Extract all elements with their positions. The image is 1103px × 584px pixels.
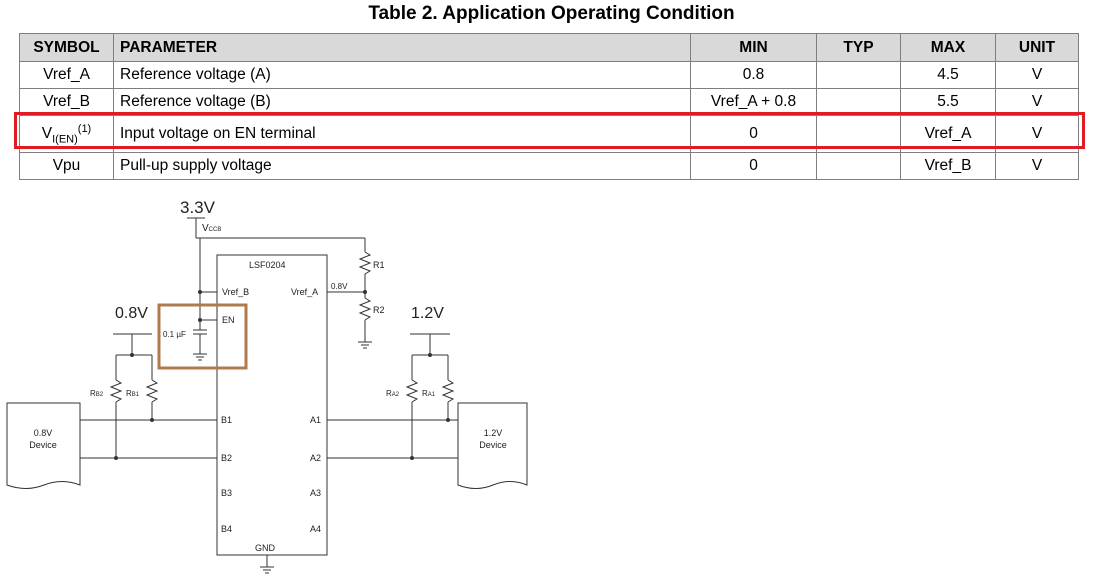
- col-header-min: MIN: [690, 33, 817, 62]
- pin-a4: A4: [310, 524, 321, 534]
- pin-b2: B2: [221, 453, 232, 463]
- cell-min: 0: [690, 152, 817, 181]
- table-row: Vpu Pull-up supply voltage 0 Vref_B V: [19, 152, 1079, 181]
- r2-resistor: [358, 297, 372, 321]
- junction-dot: [446, 418, 450, 422]
- footnote-marker: (1): [77, 123, 92, 135]
- cell-symbol: Vref_A: [19, 61, 114, 89]
- right-device-label: Device: [479, 440, 507, 450]
- ra2-resistor: [405, 379, 419, 403]
- vccb-label: VCCB: [202, 223, 221, 234]
- col-header-typ: TYP: [816, 33, 901, 62]
- cell-parameter: Reference voltage (A): [113, 61, 691, 89]
- en-highlight-box: [157, 303, 248, 370]
- junction-dot: [198, 318, 202, 322]
- pin-en: EN: [222, 315, 235, 325]
- chip-name: LSF0204: [249, 260, 286, 270]
- r1-label: R1: [373, 260, 385, 270]
- cell-parameter: Pull-up supply voltage: [113, 152, 691, 181]
- right-device-block: [457, 402, 528, 489]
- table-row: Vref_A Reference voltage (A) 0.8 4.5 V: [19, 61, 1079, 89]
- cell-typ: [816, 152, 901, 181]
- supply-1v2-label: 1.2V: [411, 305, 444, 322]
- junction-dot: [130, 353, 134, 357]
- junction-dot: [114, 456, 118, 460]
- cell-max: Vref_B: [900, 152, 996, 181]
- pin-vref-a: Vref_A: [291, 287, 318, 297]
- symbol-subscript: I(EN): [52, 133, 78, 146]
- junction-dot: [198, 290, 202, 294]
- supply-0v8-label: 0.8V: [115, 305, 148, 322]
- pin-a2: A2: [310, 453, 321, 463]
- rb1-resistor: [145, 379, 159, 403]
- cell-max: 4.5: [900, 61, 996, 89]
- highlight-box: [14, 112, 1085, 149]
- r1-resistor: [358, 251, 372, 275]
- cell-typ: [816, 61, 901, 89]
- col-header-parameter: PARAMETER: [113, 33, 691, 62]
- rb2-label: RB2: [90, 389, 104, 398]
- r2-label: R2: [373, 305, 385, 315]
- pin-vref-b: Vref_B: [222, 287, 249, 297]
- junction-dot: [428, 353, 432, 357]
- col-header-max: MAX: [900, 33, 996, 62]
- supply-3v3-label: 3.3V: [180, 198, 216, 217]
- ra1-resistor: [441, 379, 455, 403]
- cell-min: 0.8: [690, 61, 817, 89]
- junction-dot: [363, 290, 367, 294]
- operating-condition-table: SYMBOL PARAMETER MIN TYP MAX UNIT Vref_A…: [19, 33, 1079, 181]
- pin-a3: A3: [310, 488, 321, 498]
- pin-gnd: GND: [255, 543, 276, 553]
- symbol-main: V: [41, 125, 53, 143]
- left-device-voltage: 0.8V: [34, 428, 53, 438]
- cell-unit: V: [995, 88, 1079, 116]
- junction-dot: [150, 418, 154, 422]
- capacitor-label: 0.1 µF: [163, 330, 186, 339]
- table-title: Table 2. Application Operating Condition: [368, 3, 735, 24]
- vref-a-level: 0.8V: [331, 282, 348, 291]
- pin-b3: B3: [221, 488, 232, 498]
- cell-unit: V: [995, 152, 1079, 181]
- junction-dot: [410, 456, 414, 460]
- ra1-label: RA1: [422, 389, 436, 398]
- cell-unit: V: [995, 61, 1079, 89]
- table-header-row: SYMBOL PARAMETER MIN TYP MAX UNIT: [19, 33, 1079, 62]
- ra2-label: RA2: [386, 389, 400, 398]
- right-device-voltage: 1.2V: [484, 428, 503, 438]
- cell-typ: [816, 88, 901, 116]
- cell-symbol: Vref_B: [19, 88, 114, 116]
- pin-b1: B1: [221, 415, 232, 425]
- left-device-label: Device: [29, 440, 57, 450]
- rb1-label: RB1: [126, 389, 140, 398]
- rb2-resistor: [109, 379, 123, 403]
- pin-b4: B4: [221, 524, 232, 534]
- cell-parameter: Reference voltage (B): [113, 88, 691, 116]
- cell-symbol: Vpu: [19, 152, 114, 181]
- left-device-block: [6, 402, 81, 489]
- col-header-symbol: SYMBOL: [19, 33, 114, 62]
- lsf0204-chip: [216, 254, 328, 556]
- col-header-unit: UNIT: [995, 33, 1079, 62]
- table-row: Vref_B Reference voltage (B) Vref_A + 0.…: [19, 88, 1079, 116]
- pin-a1: A1: [310, 415, 321, 425]
